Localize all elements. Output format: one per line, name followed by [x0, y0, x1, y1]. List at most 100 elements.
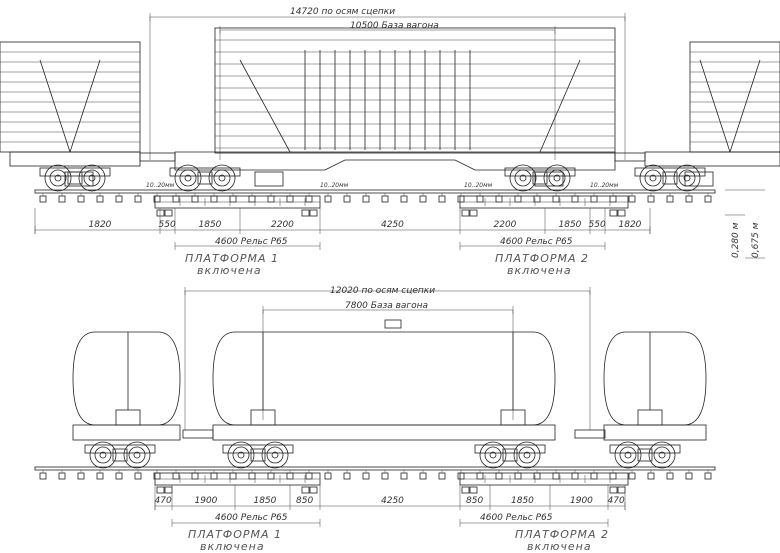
- sleeper-support: [39, 472, 47, 480]
- sleeper-support: [343, 195, 351, 203]
- wheel: [673, 164, 701, 192]
- sleeper-support: [58, 195, 66, 203]
- sleeper-support: [248, 195, 256, 203]
- dimension-label: 550: [589, 220, 606, 230]
- bottom-platform-2-status: включена: [527, 540, 592, 553]
- sleeper-support: [77, 472, 85, 480]
- wheel: [648, 441, 676, 469]
- axle: [489, 451, 497, 459]
- axle: [553, 174, 561, 182]
- wheel: [208, 164, 236, 192]
- wheel: [509, 164, 537, 192]
- sleeper-support: [58, 472, 66, 480]
- load-cell: [301, 209, 310, 217]
- sleeper-support: [381, 195, 389, 203]
- sleeper-support: [666, 472, 674, 480]
- load-cell: [461, 209, 470, 217]
- dimension-label: 1900: [570, 496, 593, 506]
- axle: [99, 451, 107, 459]
- right-wagon-frame: [644, 151, 780, 167]
- sleeper-support: [476, 472, 484, 480]
- dimension-label: 1850: [559, 220, 582, 230]
- tank-body: [212, 331, 556, 426]
- line: [69, 59, 101, 153]
- dimension-label: 850: [296, 496, 313, 506]
- load-cell: [617, 486, 626, 494]
- sleeper-support: [495, 195, 503, 203]
- top-platform-2-status: включена: [507, 264, 572, 277]
- line: [39, 59, 71, 153]
- bottom-platform-2-label: ПЛАТФОРМА 2: [515, 528, 609, 541]
- load-cell: [609, 486, 618, 494]
- load-cell: [461, 486, 470, 494]
- sleeper-support: [324, 472, 332, 480]
- wheel: [78, 164, 106, 192]
- sleeper-support: [191, 195, 199, 203]
- sleeper-support: [305, 195, 313, 203]
- line: [539, 59, 581, 153]
- line: [239, 59, 291, 153]
- sleeper-support: [134, 472, 142, 480]
- left-wagon-frame: [9, 151, 141, 167]
- sleeper-support: [362, 472, 370, 480]
- sleeper-support: [115, 472, 123, 480]
- wheel-hub: [514, 169, 532, 187]
- sleeper-support: [457, 195, 465, 203]
- wheel-hub: [644, 169, 662, 187]
- bottom-platform-1-status: включена: [200, 540, 265, 553]
- coupler: [182, 429, 214, 439]
- wheel: [479, 441, 507, 469]
- sleeper-support: [343, 472, 351, 480]
- axle: [133, 451, 141, 459]
- sleeper-support: [685, 195, 693, 203]
- sleeper-support: [362, 195, 370, 203]
- sleeper-support: [77, 195, 85, 203]
- wheel: [174, 164, 202, 192]
- load-cell: [164, 486, 173, 494]
- sleeper-support: [495, 472, 503, 480]
- wheel: [227, 441, 255, 469]
- dimension-label: 470: [155, 496, 172, 506]
- bogie-spring: [250, 448, 266, 462]
- load-cell: [609, 209, 618, 217]
- wheel: [89, 441, 117, 469]
- sleeper-support: [191, 472, 199, 480]
- wheel: [261, 441, 289, 469]
- bogie-frame: [504, 167, 576, 177]
- dimension-label: 2200: [271, 220, 294, 230]
- sleeper-support: [514, 195, 522, 203]
- axle: [184, 174, 192, 182]
- sleeper-support: [552, 195, 560, 203]
- coupler: [574, 429, 606, 439]
- sleeper-support: [172, 195, 180, 203]
- axle: [271, 451, 279, 459]
- top-rail-left-dimension: 4600 Рельс Р65: [215, 237, 288, 247]
- bogie-frame: [222, 444, 294, 454]
- top-platform-1-status: включена: [197, 264, 262, 277]
- sleeper-support: [134, 195, 142, 203]
- bottom-wagon-base-dimension: 7800 База вагона: [345, 301, 428, 311]
- bogie-frame: [474, 444, 546, 454]
- bogie-box: [254, 171, 284, 187]
- sleeper-support: [647, 195, 655, 203]
- center-wagon-frame: [212, 424, 556, 441]
- sleeper-support: [400, 472, 408, 480]
- top-rail-right-dimension: 4600 Рельс Р65: [500, 237, 573, 247]
- rail: [34, 466, 716, 471]
- load-cell: [301, 486, 310, 494]
- wheel-hub: [484, 446, 502, 464]
- sleeper-support: [210, 472, 218, 480]
- wheel: [614, 441, 642, 469]
- bogie-frame: [169, 167, 241, 177]
- load-cell: [469, 486, 478, 494]
- rail: [34, 189, 716, 194]
- dimension-label: 1850: [254, 496, 277, 506]
- dimension-label: 4250: [381, 496, 404, 506]
- wheel-hub: [179, 169, 197, 187]
- wheel-hub: [128, 446, 146, 464]
- left-wagon-frame: [72, 424, 181, 441]
- load-cell: [469, 209, 478, 217]
- height-dimension-2: 0,675 м: [751, 222, 761, 258]
- bogie-box: [64, 171, 94, 187]
- dimension-label: 850: [466, 496, 483, 506]
